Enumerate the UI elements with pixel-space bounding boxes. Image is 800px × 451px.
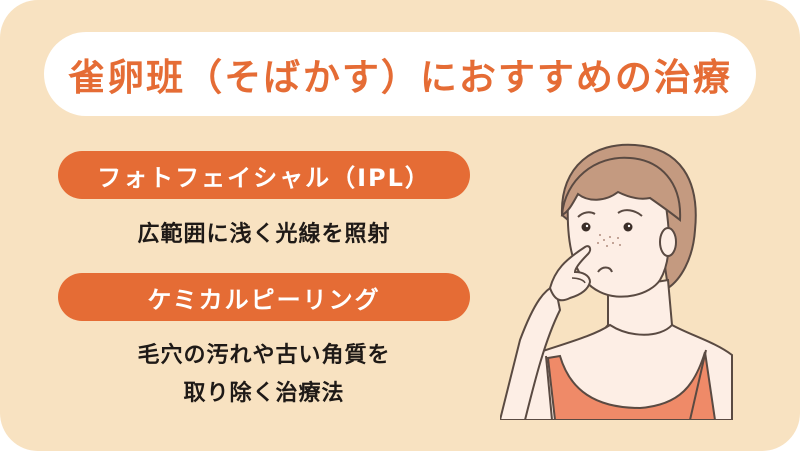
treatment-description-chemical-peeling: 毛穴の汚れや古い角質を 取り除く治療法 — [58, 337, 470, 413]
treatment-badge-chemical-peeling: ケミカルピーリング — [58, 273, 470, 321]
description-line: 毛穴の汚れや古い角質を — [137, 343, 391, 368]
treatment-name: ケミカルピーリング — [147, 285, 381, 314]
treatment-description-photofacial: 広範囲に浅く光線を照射 — [58, 216, 470, 254]
title-banner: 雀卵班（そばかす）におすすめの治療 — [44, 32, 756, 116]
treatment-badge-photofacial: フォトフェイシャル（IPL） — [58, 151, 470, 199]
treatment-name: フォトフェイシャル（IPL） — [97, 163, 431, 192]
description-line: 取り除く治療法 — [183, 381, 345, 406]
woman-touching-freckled-nose-illustration — [500, 120, 800, 420]
description-line: 広範囲に浅く光線を照射 — [137, 222, 391, 247]
page-title: 雀卵班（そばかす）におすすめの治療 — [68, 56, 732, 99]
